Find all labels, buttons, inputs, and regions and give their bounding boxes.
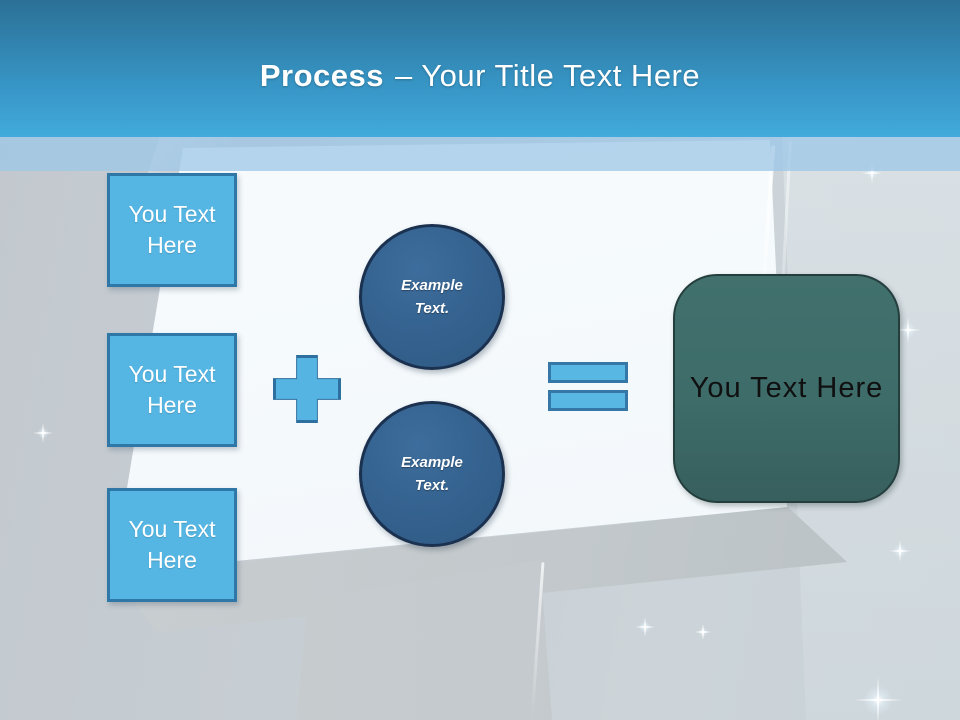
result-box[interactable]: You Text Here <box>673 274 900 503</box>
input-box-label: You Text Here <box>128 200 216 258</box>
equals-icon <box>548 362 628 383</box>
input-box-1[interactable]: You Text Here <box>107 173 237 287</box>
sparkle-icon <box>900 322 916 338</box>
slide-title-rest: – Your Title Text Here <box>395 57 701 93</box>
sparkle-icon <box>639 621 651 633</box>
slide-title[interactable]: Process – Your Title Text Here <box>260 58 700 94</box>
header-glow-band <box>0 137 960 171</box>
slide-title-emphasis: Process <box>259 57 385 93</box>
title-bar: Process – Your Title Text Here <box>0 0 960 137</box>
result-box-label: You Text Here <box>689 372 884 404</box>
sparkle-icon <box>698 627 708 637</box>
sparkle-icon <box>893 544 907 558</box>
input-box-3[interactable]: You Text Here <box>107 488 237 602</box>
example-circle-label: Example Text. <box>401 453 463 494</box>
input-box-label: You Text Here <box>128 360 216 418</box>
example-circle-1[interactable]: Example Text. <box>359 224 505 370</box>
sparkle-icon <box>863 685 893 715</box>
input-box-2[interactable]: You Text Here <box>107 333 237 447</box>
example-circle-2[interactable]: Example Text. <box>359 401 505 547</box>
input-box-label: You Text Here <box>128 515 216 573</box>
example-circle-label: Example Text. <box>401 276 463 317</box>
equals-icon <box>548 390 628 411</box>
sparkle-icon <box>37 427 49 439</box>
